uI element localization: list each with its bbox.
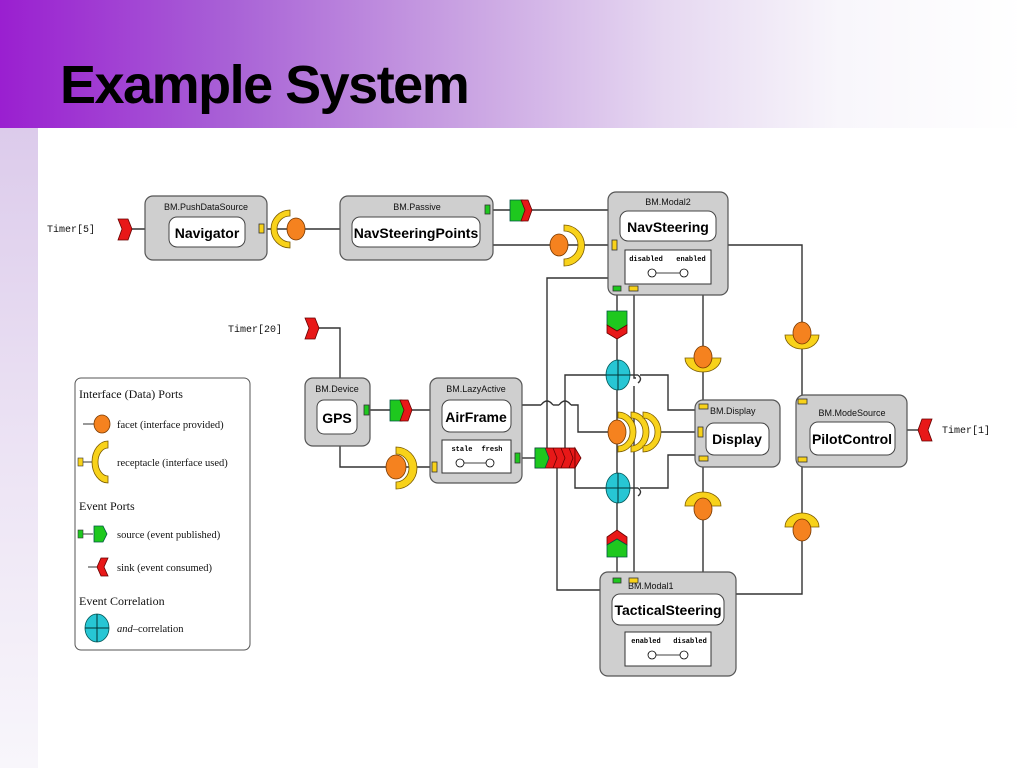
- mode-left: stale: [451, 446, 472, 454]
- component-name: Navigator: [175, 225, 240, 241]
- navigator-port: [258, 223, 265, 234]
- legend-facet-label: facet (interface provided): [117, 420, 224, 431]
- navsteering-event-port: [612, 285, 622, 292]
- component-name: PilotControl: [812, 431, 892, 447]
- component-airframe[interactable]: BM.LazyActive AirFrame stale fresh: [429, 377, 523, 484]
- facet-icon: [385, 454, 407, 480]
- receptacle-icon: [395, 446, 418, 490]
- legend-sink-icon: [96, 557, 109, 577]
- facet-icon: [792, 518, 812, 542]
- component-pilotcontrol[interactable]: BM.ModeSource PilotControl: [795, 394, 908, 468]
- receptacle-icon: [630, 411, 650, 453]
- legend-source-icon: [93, 525, 108, 543]
- component-gps[interactable]: BM.Device GPS: [304, 377, 371, 447]
- legend-receptacle-label: receptacle (interface used): [117, 458, 228, 469]
- receptacle-icon: [642, 411, 662, 453]
- mode-left: disabled: [629, 256, 663, 264]
- receptacle-icon: [563, 224, 585, 267]
- component-name: Display: [712, 431, 762, 447]
- component-tacticalsteering[interactable]: BM.Modal1 TacticalSteering enabled disab…: [599, 571, 737, 677]
- component-name: NavSteering: [627, 219, 709, 235]
- component-type: BM.Passive: [393, 202, 441, 212]
- mode-toggle-icon: [455, 458, 495, 468]
- side-strip: [0, 128, 38, 768]
- timer-5-sink-icon: [117, 218, 133, 241]
- component-type: BM.Display: [710, 406, 756, 416]
- legend-receptacle-icon: [91, 440, 109, 484]
- facet-icon: [693, 345, 713, 369]
- timer-20-sink-icon: [304, 317, 320, 340]
- facet-icon: [693, 497, 713, 521]
- facet-icon: [549, 233, 569, 257]
- tactical-data-port: [628, 577, 639, 584]
- event-channel-icon: [606, 310, 628, 340]
- slide-title: Example System: [60, 55, 470, 115]
- event-channel-icon: [389, 399, 413, 422]
- facet-icon: [607, 419, 627, 445]
- and-correlation-icon: [605, 472, 631, 504]
- event-channel-icon: [509, 199, 533, 222]
- component-type: BM.LazyActive: [446, 384, 506, 394]
- component-type: BM.Device: [315, 384, 359, 394]
- legend-source-label: source (event published): [117, 530, 221, 541]
- component-name: TacticalSteering: [614, 602, 721, 618]
- display-port-top: [698, 403, 709, 410]
- legend-correlation-label: and–correlation: [117, 624, 184, 635]
- legend-correlation-heading: Event Correlation: [79, 594, 165, 608]
- event-queue-icon: [534, 446, 582, 470]
- mode-left: enabled: [631, 638, 660, 646]
- mode-right: enabled: [676, 256, 705, 264]
- legend-interface-heading: Interface (Data) Ports: [79, 387, 183, 401]
- pilotcontrol-port-bottom: [797, 456, 808, 463]
- component-type: BM.ModeSource: [818, 408, 885, 418]
- navsteering-receptacle-port: [611, 239, 618, 251]
- component-type: BM.Modal1: [628, 581, 674, 591]
- legend-correlation-icon: [84, 613, 110, 643]
- facet-icon: [286, 217, 306, 241]
- airframe-event-port: [514, 452, 521, 464]
- component-type: BM.Modal2: [645, 197, 691, 207]
- component-type: BM.PushDataSource: [164, 202, 248, 212]
- navsteering-data-port: [628, 285, 639, 292]
- receptacle-icon: [270, 209, 291, 249]
- event-channel-icon: [606, 529, 628, 558]
- and-correlation-icon: [605, 359, 631, 391]
- component-navsteeringpoints[interactable]: BM.Passive NavSteeringPoints: [339, 195, 494, 261]
- component-navsteering[interactable]: BM.Modal2 NavSteering disabled enabled: [607, 191, 729, 296]
- component-display[interactable]: BM.Display Display: [694, 399, 781, 468]
- component-name: NavSteeringPoints: [354, 225, 479, 241]
- timer-20-label: Timer[20]: [228, 324, 282, 336]
- mode-toggle-icon: [647, 268, 689, 278]
- legend-facet-icon: [93, 414, 111, 434]
- component-navigator[interactable]: BM.PushDataSource Navigator: [144, 195, 268, 261]
- timer-5-label: Timer[5]: [47, 224, 95, 236]
- pilotcontrol-port-top: [797, 398, 808, 405]
- legend-event-heading: Event Ports: [79, 499, 135, 513]
- airframe-receptacle-port: [431, 461, 438, 473]
- title-band: [0, 0, 1024, 128]
- tactical-event-port: [612, 577, 622, 584]
- mode-right: disabled: [673, 638, 707, 646]
- component-name: AirFrame: [445, 409, 507, 425]
- gps-event-port: [363, 404, 370, 416]
- display-port-bottom: [698, 455, 709, 462]
- legend: Interface (Data) Ports facet (interface …: [74, 377, 251, 651]
- facet-icon: [792, 321, 812, 345]
- mode-right: fresh: [481, 446, 502, 454]
- display-port-mid: [697, 426, 704, 438]
- legend-sink-label: sink (event consumed): [117, 563, 213, 574]
- mode-toggle-icon: [647, 650, 689, 660]
- component-name: GPS: [322, 410, 352, 426]
- nsp-event-port: [484, 204, 491, 215]
- receptacle-icon: [617, 411, 637, 453]
- timer-1-sink-icon: [917, 418, 933, 442]
- timer-1-label: Timer[1]: [942, 425, 990, 437]
